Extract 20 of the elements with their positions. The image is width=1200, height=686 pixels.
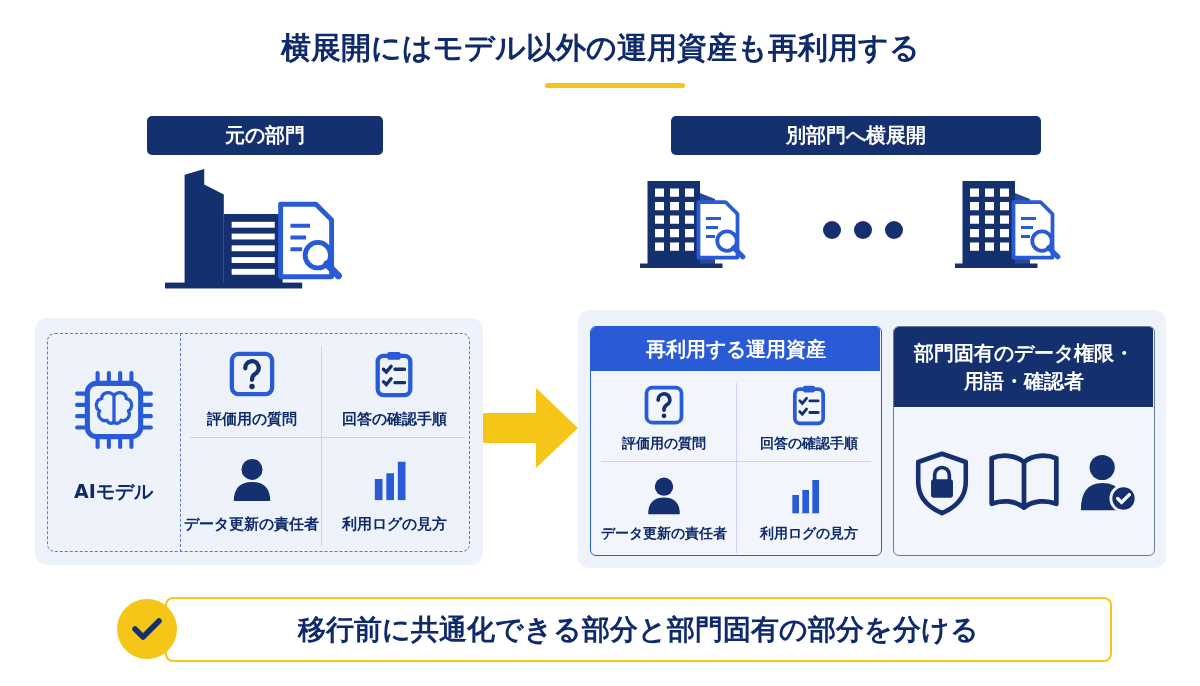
message-bar: 移行前に共通化できる部分と部門固有の部分を分ける [165, 597, 1112, 662]
panel-box [590, 326, 882, 556]
panel-header: 部門固有のデータ権限・用語・確認者 [894, 327, 1153, 407]
arrow [483, 388, 578, 468]
panel [578, 310, 1166, 568]
panel-box [893, 326, 1155, 556]
cell-label: データ更新の責任者 [184, 515, 319, 533]
heading-box: 別部門へ横展開 [671, 116, 1041, 155]
title: 横展開にはモデル以外の運用資産も再利用する [280, 30, 920, 65]
cell-label: 評価用の質問 [622, 435, 706, 451]
cell-label: 回答の確認手順 [341, 410, 447, 428]
cell-label: 利用ログの見方 [341, 515, 447, 533]
cell-label: データ更新の責任者 [601, 525, 727, 541]
panel [35, 318, 483, 565]
heading-box: 元の部門 [147, 116, 383, 155]
cell-label: 回答の確認手順 [760, 435, 858, 451]
cell-label: 利用ログの見方 [760, 525, 858, 541]
cell-label: AIモデル [74, 480, 153, 502]
cell-label: 評価用の質問 [206, 410, 297, 428]
panel-header: 再利用する運用資産 [591, 327, 880, 371]
